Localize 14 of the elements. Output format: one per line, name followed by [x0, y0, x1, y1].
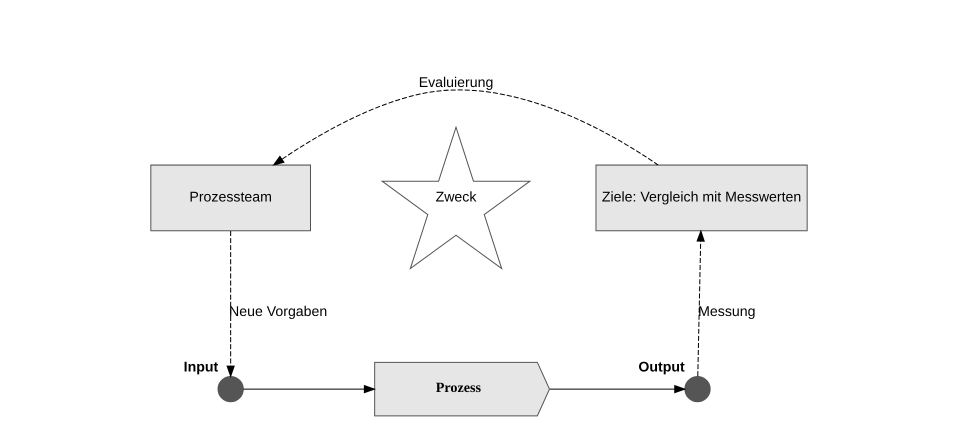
edge-label: Evaluierung — [418, 74, 494, 90]
edge-label: Messung — [698, 302, 756, 319]
arrow — [272, 89, 658, 166]
edge-label: Neue Vorgaben — [229, 302, 328, 319]
node-box: Ziele: Vergleich mit Messwerten — [595, 164, 808, 231]
arrow — [550, 384, 686, 393]
node-circle — [684, 375, 711, 402]
arrow — [696, 228, 705, 376]
arrow — [226, 230, 235, 378]
node-box: Prozessteam — [150, 164, 311, 231]
arrow — [243, 384, 376, 393]
node-label: Input — [184, 358, 218, 374]
node-label: Output — [638, 358, 685, 374]
node-circle — [218, 375, 244, 402]
